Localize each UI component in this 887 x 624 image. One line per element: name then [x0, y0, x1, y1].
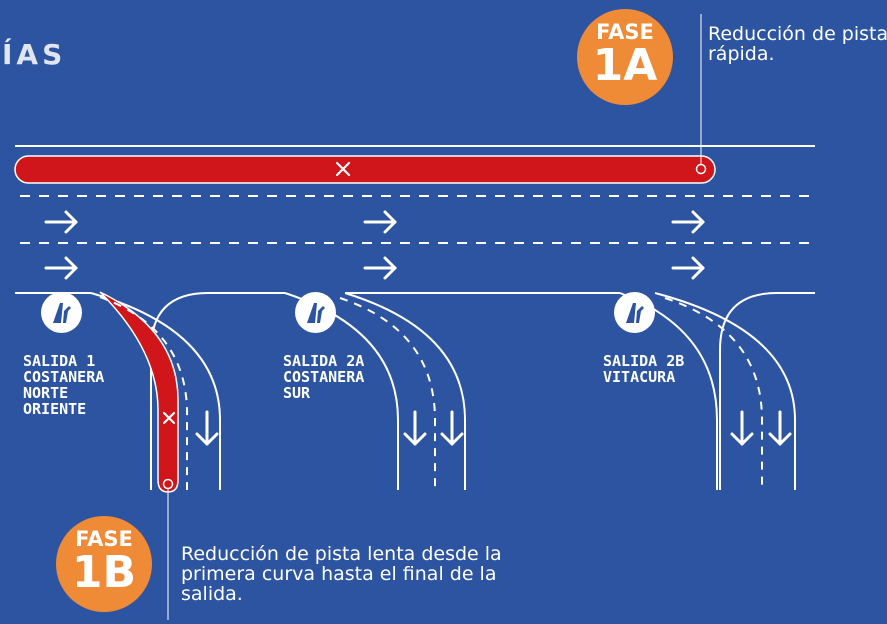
exit-2a-label: SALIDA 2A COSTANERA SUR [283, 353, 403, 401]
arrow-down-icon [440, 410, 464, 446]
phase-1b-badge-big: 1B [71, 547, 137, 598]
phase-1a-badge-small: FASE [596, 20, 654, 44]
phase-1b-badge: FASE 1B [56, 516, 152, 612]
exit-2a-label-line: SUR [283, 384, 311, 402]
arrow-right-icon [671, 256, 705, 280]
close-x-icon [335, 161, 351, 177]
exit-2b-lane-divider [664, 297, 763, 490]
phase-1a-badge-big: 1A [592, 40, 658, 91]
close-x-icon [162, 411, 176, 425]
phase-1b-badge-small: FASE [75, 527, 133, 551]
exit-1-label-line: COSTANERA [23, 368, 105, 386]
exit-2b-outer-edge [654, 292, 796, 490]
callout-dot-1b [162, 478, 174, 490]
arrow-right-icon [363, 256, 397, 280]
exit-2a-outer-edge [344, 292, 466, 490]
exit-1-label-line: SALIDA 1 [23, 352, 96, 370]
arrow-right-icon [44, 256, 78, 280]
exit-2a-label-line: SALIDA 2A [283, 352, 365, 370]
callout-dot-1a [695, 163, 707, 175]
exit-1-label-line: NORTE [23, 384, 69, 402]
arrow-down-icon [768, 410, 792, 446]
exit-2b-label-line: VITACURA [603, 368, 676, 386]
exit-1-label-line: ORIENTE [23, 400, 87, 418]
phase-1b-note: Reducción de pista lenta desde la primer… [181, 543, 502, 605]
exit-2a-lane-divider [339, 297, 436, 490]
arrow-right-icon [44, 210, 78, 234]
exit-2b-label-line: SALIDA 2B [603, 352, 685, 370]
exit-1-lane-divider [99, 296, 189, 490]
exit-road-icon [41, 292, 82, 333]
phase-1a-note: Reducción de pista rápida. [708, 23, 887, 65]
fast-lane-closure [14, 155, 716, 184]
exit-road-icon [614, 292, 655, 333]
phase-1a-badge: FASE 1A [577, 9, 673, 105]
exit-2a-label-line: COSTANERA [283, 368, 365, 386]
exit-1-outer-edge [90, 292, 221, 490]
arrow-down-icon [730, 410, 754, 446]
page-title: ÍAS [2, 38, 67, 71]
arrow-down-icon [195, 410, 219, 446]
arrow-right-icon [363, 210, 397, 234]
exit-1-label: SALIDA 1 COSTANERA NORTE ORIENTE [23, 353, 143, 417]
arrow-right-icon [671, 210, 705, 234]
exit-2b-label: SALIDA 2B VITACURA [603, 353, 723, 385]
arrow-down-icon [403, 410, 427, 446]
road-bottom-edge [719, 292, 815, 490]
exit-road-icon [295, 292, 336, 333]
